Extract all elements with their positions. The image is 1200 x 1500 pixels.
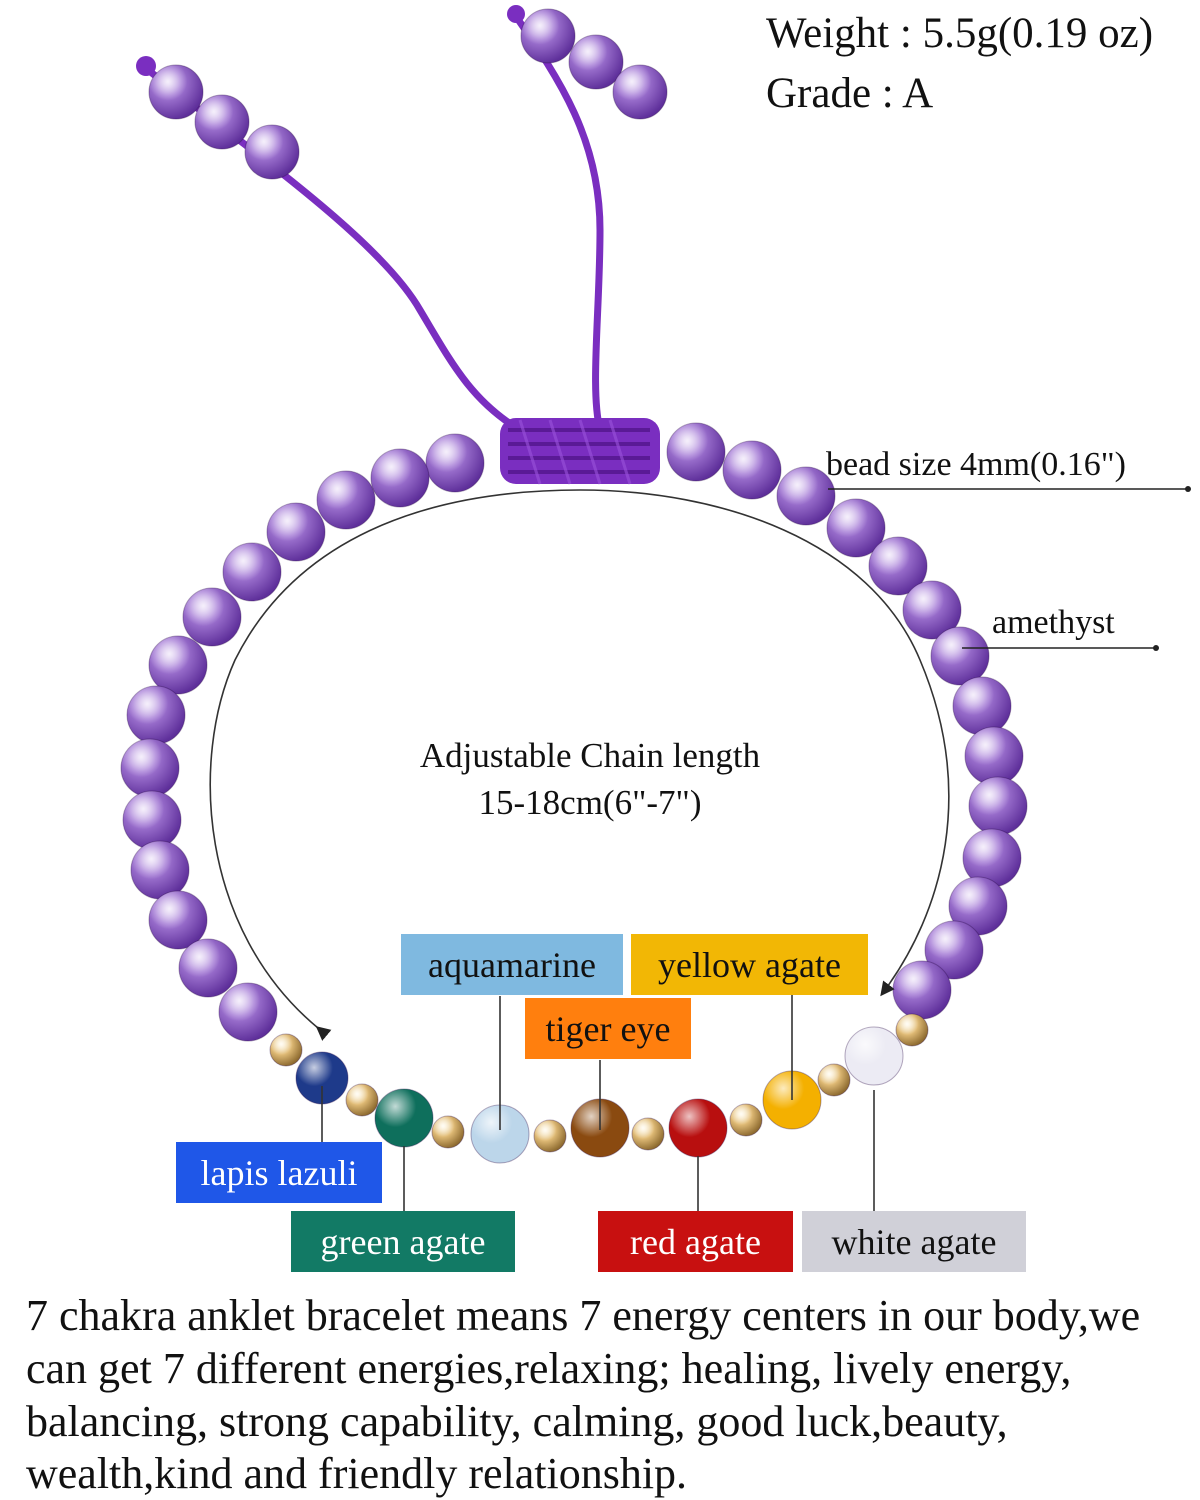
cord-right (512, 13, 604, 431)
gold-spacer-bead-shine (346, 1084, 378, 1116)
bead-size-label: bead size 4mm(0.16") (826, 446, 1126, 483)
amethyst-bead-shine (223, 543, 281, 601)
yellow-agate-tag: yellow agate (631, 934, 868, 995)
amethyst-bead-shine (723, 441, 781, 499)
amethyst-bead-shine (965, 727, 1023, 785)
cord-end-right (507, 5, 525, 23)
amethyst-bead-shine (149, 636, 207, 694)
amethyst-bead-shine (123, 791, 181, 849)
chain-length-line2: 15-18cm(6"-7") (478, 783, 702, 823)
chain-length-text: Adjustable Chain length 15-18cm(6"-7") (330, 732, 850, 827)
green-agate-tag: green agate (291, 1211, 515, 1272)
red-agate-bead-shine (669, 1099, 727, 1157)
gold-spacer-bead-shine (818, 1064, 850, 1096)
amethyst-bead-shine (149, 65, 203, 119)
lapis-lazuli-bead-shine (296, 1052, 348, 1104)
gold-spacer-bead-shine (270, 1034, 302, 1066)
product-description: 7 chakra anklet bracelet means 7 energy … (26, 1291, 1141, 1499)
gold-spacer-bead-shine (432, 1116, 464, 1148)
tiger-eye-tag: tiger eye (525, 998, 691, 1059)
amethyst-bead-shine (127, 686, 185, 744)
chain-length-arc (209, 489, 950, 1041)
amethyst-label: amethyst (992, 604, 1115, 641)
amethyst-bead-shine (121, 739, 179, 797)
amethyst-bead-shine (613, 65, 667, 119)
amethyst-bead-shine (245, 125, 299, 179)
sliding-knot (500, 418, 660, 485)
green-agate-bead-shine (375, 1089, 433, 1147)
gold-spacer-bead-shine (896, 1014, 928, 1046)
amethyst-bead-shine (925, 921, 983, 979)
amethyst-bead-shine (179, 939, 237, 997)
amethyst-bead-shine (903, 581, 961, 639)
amethyst-bead-shine (371, 449, 429, 507)
amethyst-bead-shine (963, 829, 1021, 887)
gold-spacer-bead-shine (534, 1120, 566, 1152)
grade-spec: Grade : A (766, 70, 934, 117)
chain-length-line1: Adjustable Chain length (419, 736, 761, 775)
gold-spacer-bead-shine (730, 1104, 762, 1136)
amethyst-bead-shine (869, 537, 927, 595)
amethyst-bead-shine (426, 434, 484, 492)
amethyst-bead-shine (931, 627, 989, 685)
amethyst-bead-shine (949, 877, 1007, 935)
weight-spec: Weight : 5.5g(0.19 oz) (766, 10, 1154, 57)
lapis-lazuli-tag: lapis lazuli (176, 1142, 382, 1203)
amethyst-bead-shine (195, 95, 249, 149)
amethyst-bead-shine (149, 891, 207, 949)
amethyst-bead-shine (969, 777, 1027, 835)
amethyst-bead-shine (521, 9, 575, 63)
aquamarine-tag: aquamarine (401, 934, 623, 995)
aquamarine-bead-shine (471, 1105, 529, 1163)
amethyst-bead-shine (219, 983, 277, 1041)
amethyst-bead-shine (893, 961, 951, 1019)
red-agate-tag: red agate (598, 1211, 793, 1272)
amethyst-bead-shine (131, 841, 189, 899)
amethyst-bead-shine (667, 423, 725, 481)
amethyst-bead-shine (953, 677, 1011, 735)
amethyst-bead-shine (183, 588, 241, 646)
amethyst-bead-shine (267, 503, 325, 561)
cord-end-left (136, 56, 156, 76)
white-agate-bead-shine (845, 1027, 903, 1085)
amethyst-bead-shine (317, 471, 375, 529)
amethyst-bead-shine (827, 499, 885, 557)
gold-spacer-bead-shine (632, 1118, 664, 1150)
white-agate-tag: white agate (802, 1211, 1026, 1272)
amethyst-bead-shine (569, 35, 623, 89)
amethyst-bead-shine (777, 467, 835, 525)
